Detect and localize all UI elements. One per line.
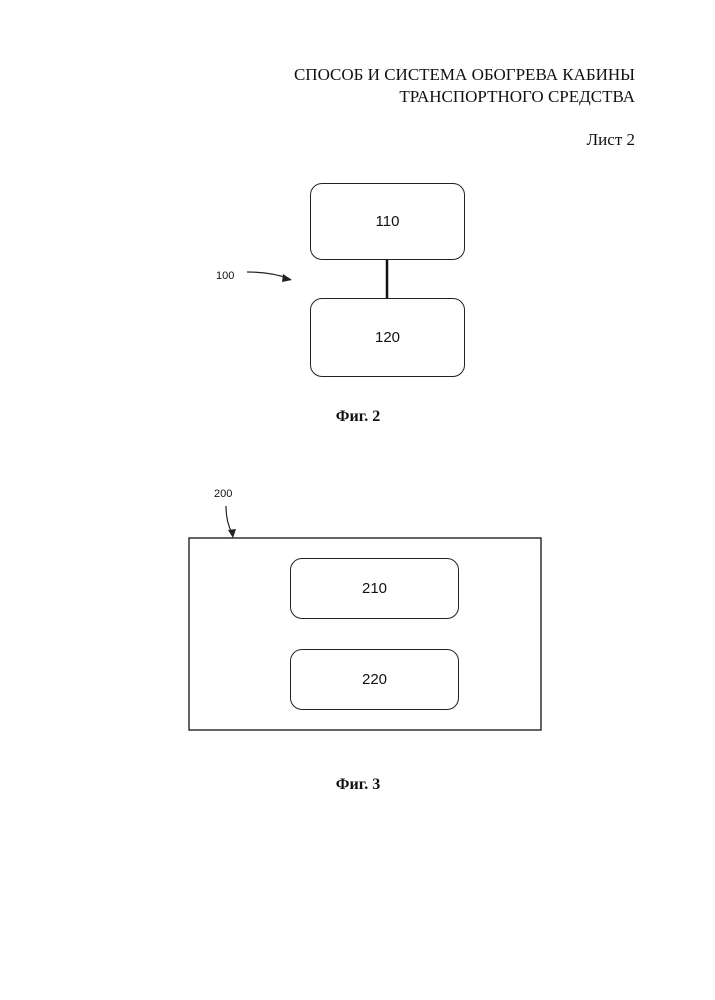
figure-2-caption: Фиг. 2 [336, 408, 380, 426]
ref-arrow-200 [226, 506, 232, 533]
arrowhead-200 [228, 529, 236, 538]
figure-3-caption: Фиг. 3 [336, 776, 380, 794]
block-110: 110 [310, 183, 465, 260]
block-220: 220 [290, 649, 459, 710]
block-210: 210 [290, 558, 459, 619]
ref-label-100: 100 [216, 270, 234, 282]
block-120: 120 [310, 298, 465, 377]
ref-label-200: 200 [214, 488, 232, 500]
arrowhead-100 [282, 274, 292, 282]
